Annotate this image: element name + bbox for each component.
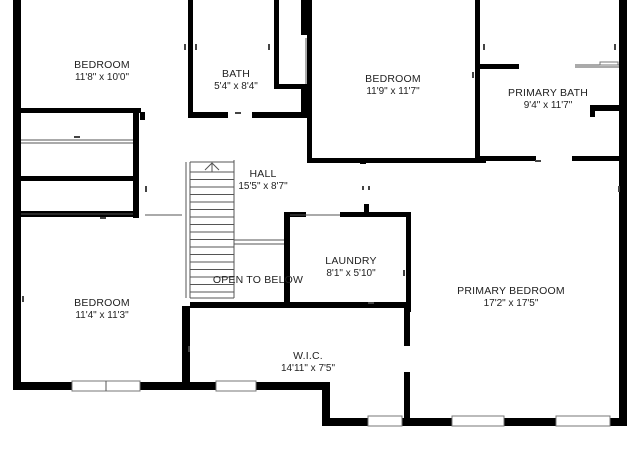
room-dims-primary-bedroom: 17'2" x 17'5" (484, 298, 539, 309)
room-name-laundry: LAUNDRY (325, 255, 376, 267)
room-labels: BEDROOM 11'8" x 10'0" BATH 5'4" x 8'4" B… (74, 59, 588, 374)
room-dims-primary-bath: 9'4" x 11'7" (524, 100, 573, 111)
room-name-primary-bath: PRIMARY BATH (508, 87, 588, 99)
room-name-bedroom-n: BEDROOM (365, 73, 421, 85)
room-dims-bedroom-n: 11'9" x 11'7" (366, 86, 420, 97)
room-name-bedroom-sw: BEDROOM (74, 297, 130, 309)
room-name-hall: HALL (249, 168, 276, 180)
closet-lines (21, 38, 619, 216)
room-dims-bedroom-sw: 11'4" x 11'3" (75, 310, 129, 321)
room-name-primary-bedroom: PRIMARY BEDROOM (457, 285, 565, 297)
door-ticks (22, 44, 620, 352)
room-dims-hall: 15'5" x 8'7" (238, 181, 288, 192)
windows (71, 380, 611, 427)
room-dims-bedroom-nw: 11'8" x 10'0" (75, 72, 130, 83)
room-dims-wic: 14'11" x 7'5" (281, 363, 336, 374)
stair-treads (190, 171, 234, 293)
room-name-bedroom-nw: BEDROOM (74, 59, 130, 71)
room-name-wic: W.I.C. (293, 350, 323, 362)
room-dims-bath: 5'4" x 8'4" (214, 81, 258, 92)
room-dims-laundry: 8'1" x 5'10" (326, 268, 376, 279)
room-name-open-to-below: OPEN TO BELOW (213, 274, 303, 286)
stairs (185, 160, 284, 299)
room-name-bath: BATH (222, 68, 250, 80)
